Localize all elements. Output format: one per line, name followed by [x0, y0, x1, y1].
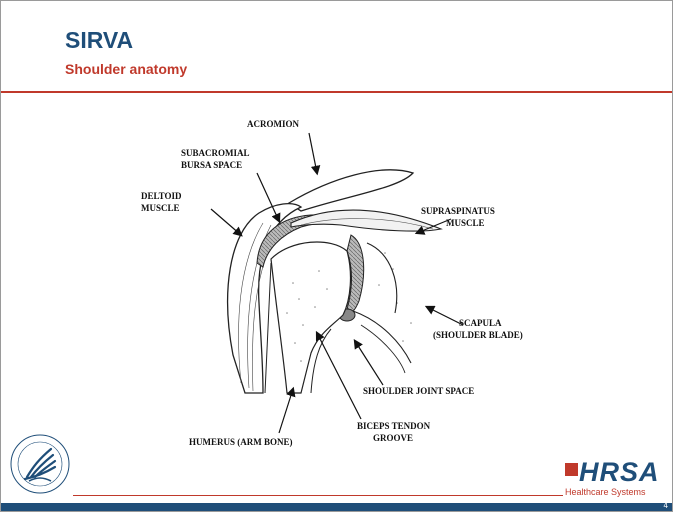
label-biceps-2: GROOVE — [373, 433, 413, 443]
supraspinatus-muscle-shape — [291, 210, 441, 231]
label-scapula-2: (SHOULDER BLADE) — [433, 330, 523, 340]
label-biceps-1: BICEPS TENDON — [357, 421, 431, 431]
label-supraspinatus-2: MUSCLE — [446, 218, 485, 228]
page-number: 4 — [664, 501, 668, 510]
arrow-scapula — [427, 307, 463, 325]
label-shoulder-joint: SHOULDER JOINT SPACE — [363, 386, 474, 396]
shoulder-anatomy-diagram: ACROMION SUBACROMIAL BURSA SPACE DELTOID… — [1, 93, 673, 453]
label-deltoid-2: MUSCLE — [141, 203, 180, 213]
arrow-acromion — [309, 133, 317, 173]
slide-subtitle: Shoulder anatomy — [65, 61, 187, 77]
humerus-head-shape — [271, 242, 350, 393]
hrsa-logo-mark — [565, 463, 578, 476]
hhs-eagle-seal-icon — [9, 433, 71, 495]
label-humerus: HUMERUS (ARM BONE) — [189, 437, 293, 447]
slide-title: SIRVA — [65, 27, 133, 54]
label-scapula-1: SCAPULA — [459, 318, 502, 328]
arrow-humerus — [279, 389, 293, 433]
label-supraspinatus-1: SUPRASPINATUS — [421, 206, 495, 216]
arrow-deltoid — [211, 209, 241, 235]
hrsa-tagline: Healthcare Systems — [565, 487, 646, 497]
arrow-biceps — [317, 333, 361, 419]
label-acromion: ACROMION — [247, 119, 299, 129]
hrsa-wordmark: HRSA — [579, 457, 660, 488]
footer-bar — [1, 503, 673, 512]
arrow-shoulder-joint — [355, 341, 383, 385]
hrsa-logo-icon: HRSA Healthcare Systems — [561, 457, 673, 501]
label-subacromial-2: BURSA SPACE — [181, 160, 242, 170]
label-deltoid-1: DELTOID — [141, 191, 182, 201]
label-subacromial-1: SUBACROMIAL — [181, 148, 250, 158]
humerus-shaft-shape — [265, 263, 271, 393]
acromion-shape — [289, 170, 413, 211]
footer-divider — [73, 495, 563, 496]
